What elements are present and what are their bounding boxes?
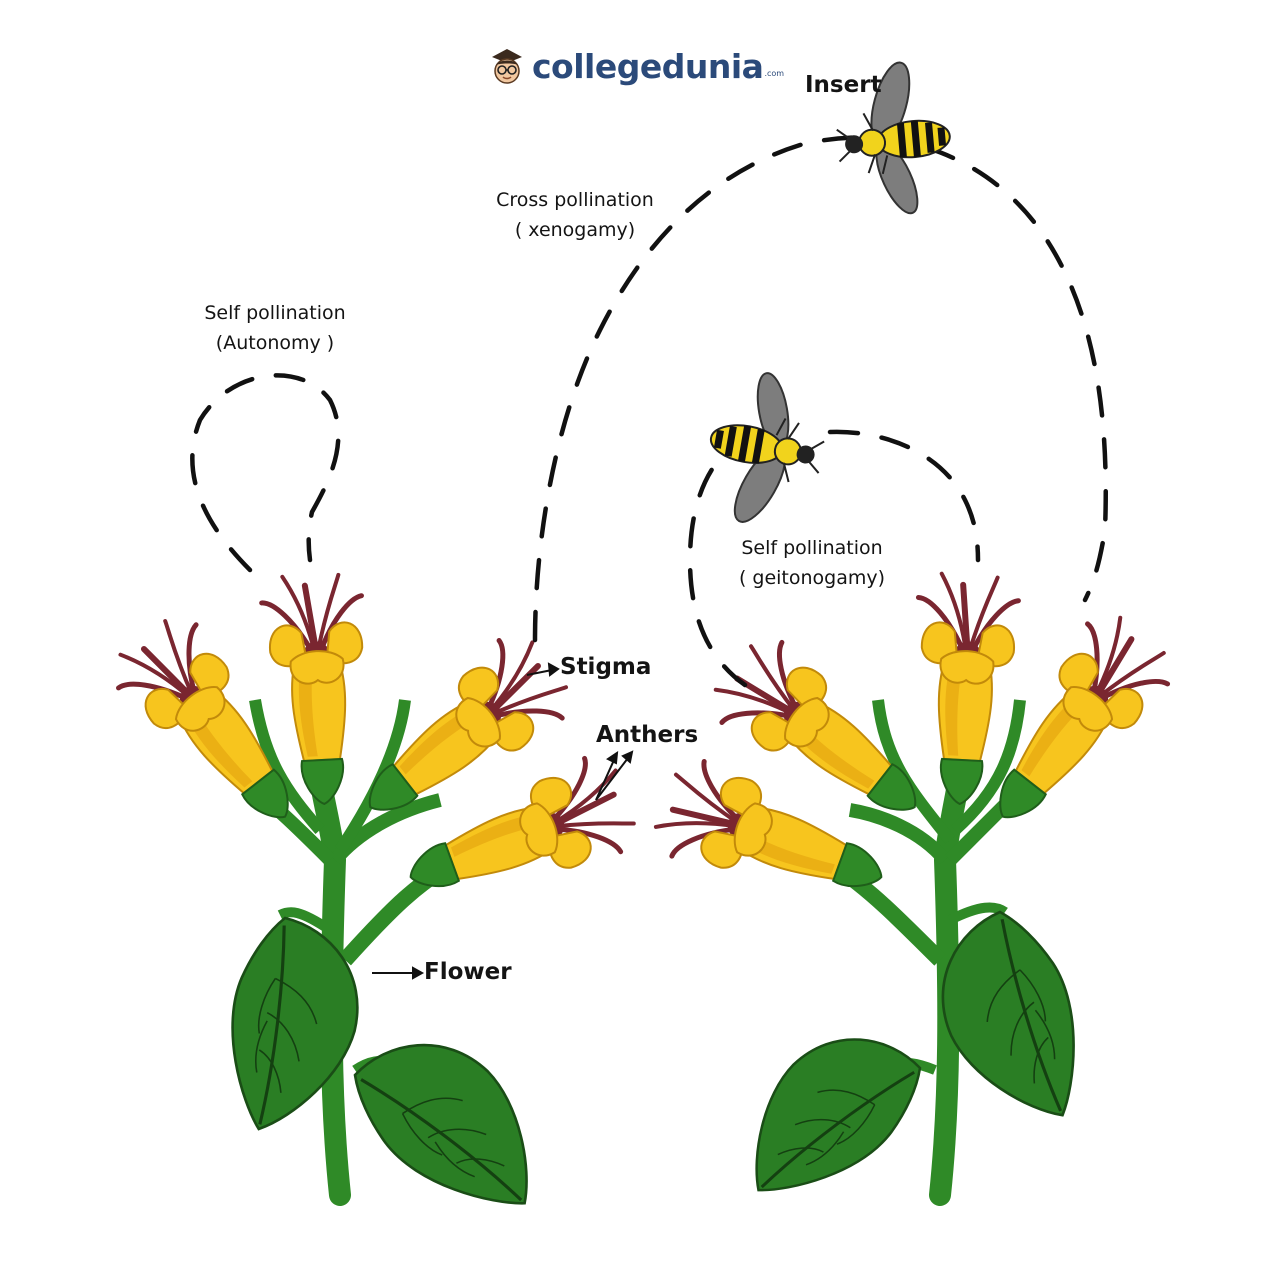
autonomy-title: Self pollination	[204, 302, 346, 324]
cross-pollination-subtitle: ( xenogamy)	[514, 219, 636, 241]
brand-name: collegedunia	[532, 46, 764, 86]
geitonogamy-title: Self pollination	[741, 537, 883, 559]
autonomy-loop-path	[190, 373, 341, 573]
stigma-label: Stigma	[560, 654, 652, 680]
flower-label: Flower	[424, 959, 512, 985]
right-plant	[648, 573, 1181, 1230]
mascot-icon	[492, 49, 522, 84]
autonomy-subtitle: (Autonomy )	[215, 332, 335, 354]
cross-pollination-label: Cross pollination ( xenogamy)	[470, 185, 680, 245]
insert-label: Insert	[805, 72, 882, 98]
left-plant	[103, 573, 642, 1246]
bee-middle-icon	[697, 361, 835, 539]
geitonogamy-subtitle: ( geitonogamy)	[738, 567, 886, 589]
brand-suffix: .com	[764, 68, 785, 78]
self-pollination-geitonogamy-label: Self pollination ( geitonogamy)	[712, 533, 912, 593]
brand-logo: collegedunia .com	[488, 42, 784, 90]
label-arrows	[372, 662, 634, 980]
cross-pollination-title: Cross pollination	[496, 189, 654, 211]
self-pollination-autonomy-label: Self pollination (Autonomy )	[180, 298, 370, 358]
anthers-label: Anthers	[596, 722, 699, 748]
